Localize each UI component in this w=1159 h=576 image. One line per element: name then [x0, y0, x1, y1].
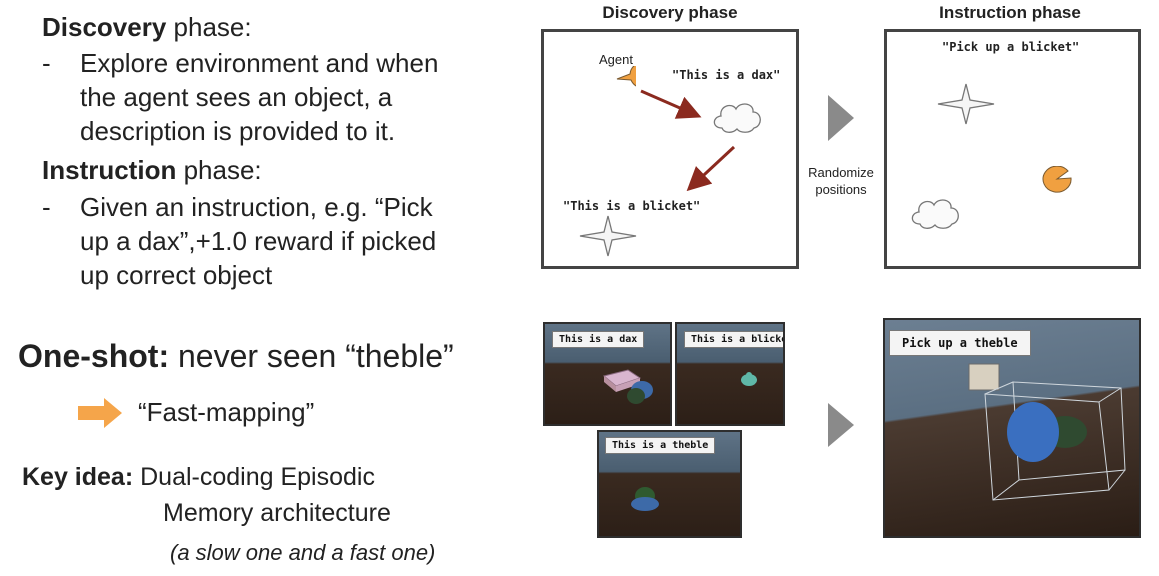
- scene-blicket-thumbnail: This is a blicket: [675, 322, 785, 426]
- dax-caption: "This is a dax": [672, 68, 781, 82]
- key-idea-line1: Key idea: Dual-coding Episodic: [22, 463, 375, 491]
- pickup-objects-shape: [968, 363, 1126, 501]
- scene-theble-thumbnail: This is a theble: [597, 430, 742, 538]
- instruction-phase-title: Instruction phase: [939, 3, 1081, 22]
- right-arrow-icon: [78, 398, 122, 428]
- fast-mapping-label: “Fast-mapping”: [138, 397, 315, 427]
- instruction-heading: Instruction phase:: [42, 155, 262, 185]
- key-idea-line2: Memory architecture: [163, 499, 391, 527]
- theble-object-shape: [631, 487, 659, 511]
- bullet-dash: -: [42, 48, 51, 78]
- scene-dax-thumbnail: This is a dax: [543, 322, 672, 426]
- chevron-right-icon: [828, 403, 854, 447]
- discovery-phase-title: Discovery phase: [602, 3, 738, 22]
- objects-shape: [602, 369, 653, 404]
- scene-caption: This is a dax: [552, 331, 645, 348]
- scene-caption: This is a blicket: [684, 331, 783, 348]
- oneshot-heading: One-shot: never seen “theble”: [18, 338, 454, 374]
- cloud-icon: [713, 103, 761, 133]
- blicket-object-shape: [741, 372, 757, 386]
- instruction-panel: [884, 29, 1141, 269]
- instruction-bullet-text: Given an instruction, e.g. “Pick up a da…: [80, 192, 437, 290]
- architecture-note: (a slow one and a fast one): [170, 540, 436, 565]
- blicket-caption: "This is a blicket": [563, 199, 701, 213]
- scene-caption: This is a theble: [605, 437, 716, 454]
- bullet-dash: -: [42, 192, 51, 222]
- discovery-panel: [541, 29, 799, 269]
- agent-icon: [1042, 166, 1072, 193]
- discovery-bullet-text: Explore environment and when the agent s…: [80, 48, 439, 146]
- agent-label: Agent: [599, 52, 633, 67]
- star-icon: [937, 83, 995, 125]
- star-icon: [579, 215, 637, 257]
- scene-pickup-view: Pick up a theble: [883, 318, 1141, 538]
- instruction-caption: "Pick up a blicket": [942, 40, 1080, 54]
- discovery-heading: Discovery phase:: [42, 12, 252, 42]
- trajectory-arrows: [640, 89, 736, 192]
- cloud-icon: [911, 199, 959, 229]
- randomize-label: Randomize positions: [808, 165, 874, 197]
- chevron-right-icon: [828, 95, 854, 141]
- scene-caption: Pick up a theble: [889, 330, 1031, 356]
- agent-icon: [616, 66, 636, 87]
